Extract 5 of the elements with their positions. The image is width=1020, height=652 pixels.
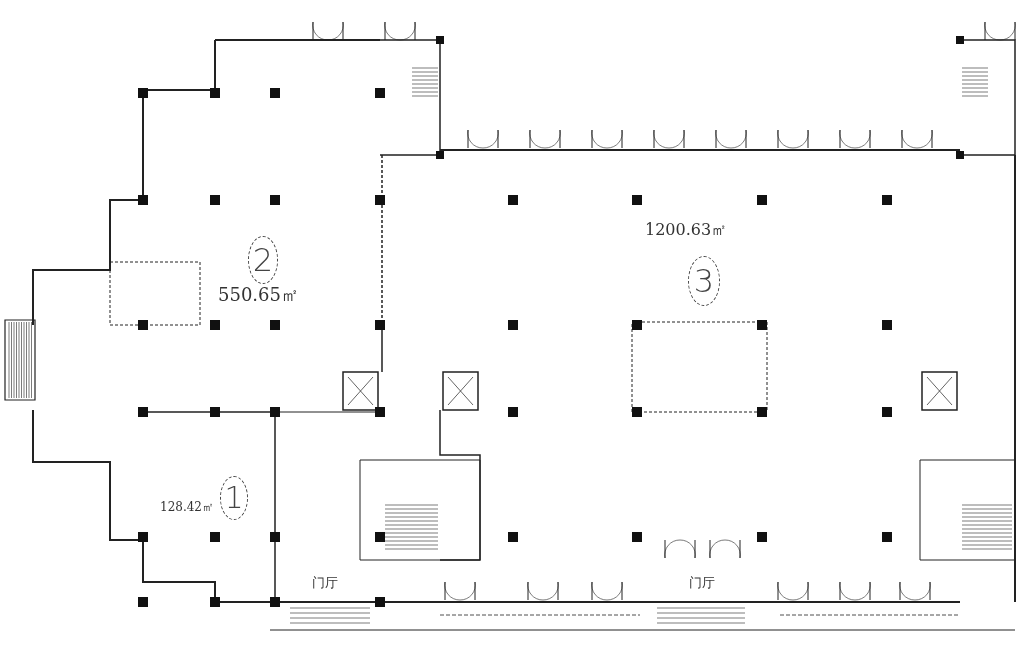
area-label: 1200.63㎡ <box>645 222 728 238</box>
area-label: 128.42㎡ <box>160 501 214 513</box>
room-label: 门厅 <box>312 576 338 589</box>
area-label: 550.65㎡ <box>218 286 299 304</box>
room-label: 门厅 <box>689 576 715 589</box>
